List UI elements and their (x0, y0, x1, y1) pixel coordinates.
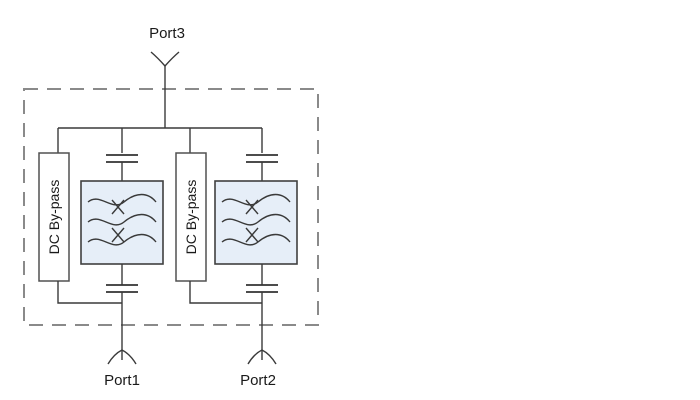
left-lower-capacitor (106, 284, 138, 293)
right-bandpass-filter (214, 180, 298, 265)
left-dc-bypass-block: DC By-pass (38, 152, 70, 282)
right-filter-wave-icon (221, 193, 291, 246)
right-lower-capacitor (246, 284, 278, 293)
port2-label: Port2 (240, 372, 276, 389)
port1-label: Port1 (104, 372, 140, 389)
right-dc-bypass-block: DC By-pass (175, 152, 207, 282)
left-upper-capacitor (106, 154, 138, 181)
port3-label: Port3 (149, 25, 185, 42)
port2-antenna-icon (247, 349, 277, 365)
left-dc-bypass-label: DC By-pass (46, 180, 62, 255)
port3-antenna-icon (150, 51, 180, 68)
right-upper-capacitor (246, 154, 278, 181)
right-bypass-bottom-wire (189, 281, 262, 304)
port1-antenna-icon (107, 349, 137, 365)
left-filter-wave-icon (87, 193, 157, 246)
left-bandpass-filter (80, 180, 164, 265)
right-dc-bypass-label: DC By-pass (183, 180, 199, 255)
enclosure-dashed-border (23, 88, 319, 326)
left-bypass-bottom-wire (57, 281, 122, 304)
